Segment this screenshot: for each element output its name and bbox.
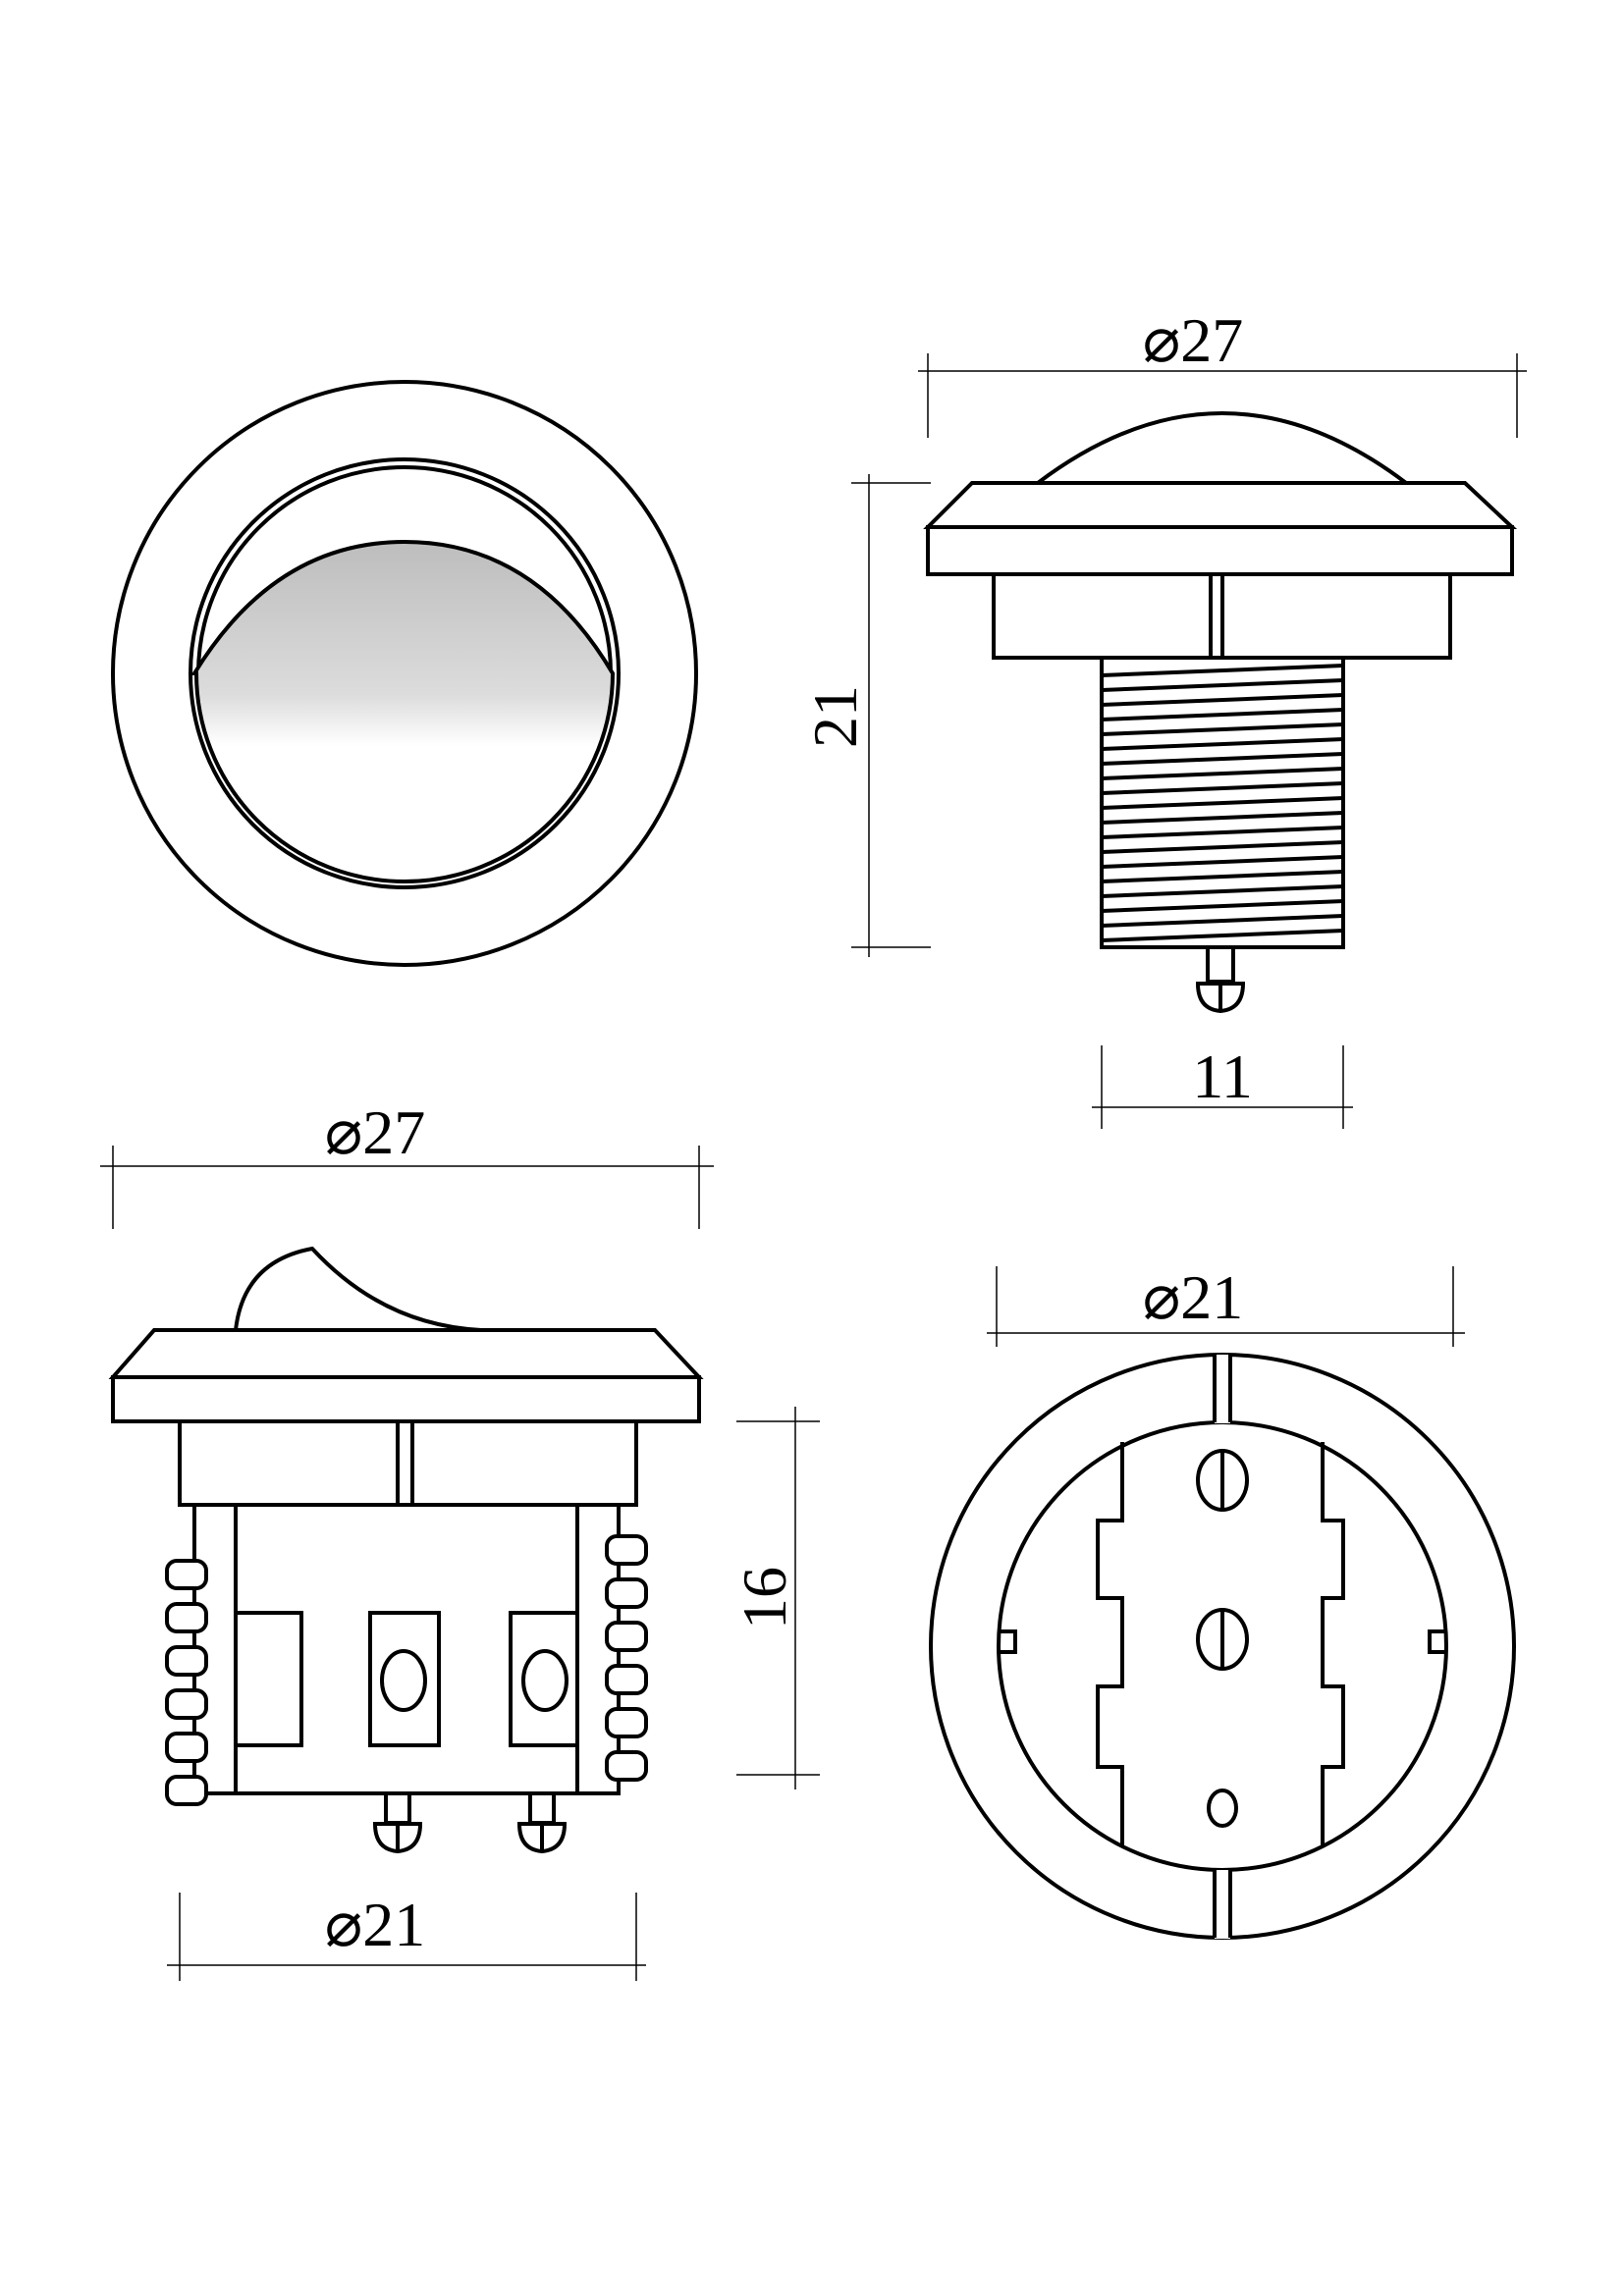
front-view (111, 380, 698, 967)
plate-right-edge (1321, 1442, 1345, 1845)
terminal-ridge (165, 1602, 208, 1633)
pin (1206, 945, 1235, 984)
thread-line (1101, 722, 1344, 736)
key-tab (1428, 1629, 1445, 1654)
rocker (233, 1246, 482, 1332)
pins (372, 1791, 568, 1854)
thread-line (1101, 796, 1344, 810)
thread-line (1101, 929, 1344, 942)
rear-view: ⌀21 (929, 1262, 1516, 1940)
thread-line (1101, 826, 1344, 839)
thread-line (1101, 678, 1344, 692)
thread-line (1101, 811, 1344, 825)
dim-diameter-21: ⌀21 (1143, 1262, 1244, 1332)
terminal-ridge (165, 1732, 208, 1763)
thread-line (1101, 914, 1344, 928)
rocker-paddle (190, 539, 616, 883)
flange-bevel (923, 481, 1518, 529)
inner-ring (189, 457, 621, 889)
thread-lines (1101, 664, 1344, 942)
terminal-ridge (605, 1750, 648, 1782)
flange-bevel (108, 1328, 704, 1379)
terminal-ridge (165, 1775, 208, 1806)
terminal-ridge (605, 1664, 648, 1695)
terminal-ridge (165, 1645, 208, 1677)
top-slit-gap (1215, 1355, 1230, 1423)
pin (528, 1791, 556, 1825)
terminal-ridge (605, 1577, 648, 1609)
dim-height-21: 21 (800, 685, 870, 748)
thread-line (1101, 840, 1344, 854)
terminal-ridge (605, 1621, 648, 1652)
pin (384, 1791, 411, 1825)
terminal-ridge (605, 1534, 648, 1566)
terminal-ridge (605, 1707, 648, 1738)
body (178, 1419, 638, 1507)
thread-line (1101, 693, 1344, 707)
thread-line (1101, 781, 1344, 795)
thread-line (1101, 870, 1344, 883)
rivet (521, 1649, 568, 1712)
side-view-top: ⌀27 21 11 (800, 305, 1527, 1129)
dim-height-16: 16 (730, 1567, 799, 1629)
dome (1036, 411, 1408, 485)
flange (111, 1375, 701, 1423)
dim-diameter-27: ⌀27 (325, 1097, 426, 1167)
thread-line (1101, 899, 1344, 913)
dim-diameter-21: ⌀21 (325, 1890, 426, 1959)
thread-line (1101, 752, 1344, 766)
dim-diameter-27: ⌀27 (1143, 305, 1244, 375)
outer-bezel (111, 380, 698, 967)
thread-line (1101, 737, 1344, 751)
flange (926, 525, 1514, 576)
rivet (380, 1649, 427, 1712)
thread-line (1101, 855, 1344, 869)
terminal-ridge (165, 1559, 208, 1590)
thread-line (1101, 664, 1344, 677)
bottom-slit-gap (1215, 1870, 1230, 1939)
dim-thread-11: 11 (1192, 1041, 1253, 1111)
terminal-ridges (165, 1534, 648, 1806)
thread-line (1101, 767, 1344, 780)
side-view-bottom: ⌀27 16 ⌀21 (100, 1097, 820, 1981)
key-tab (1000, 1629, 1017, 1654)
terminal-slot (234, 1611, 303, 1747)
thread-line (1101, 884, 1344, 898)
hole (1207, 1789, 1238, 1828)
terminal-ridge (165, 1688, 208, 1720)
plate-left-edge (1096, 1442, 1124, 1845)
thread-line (1101, 708, 1344, 721)
